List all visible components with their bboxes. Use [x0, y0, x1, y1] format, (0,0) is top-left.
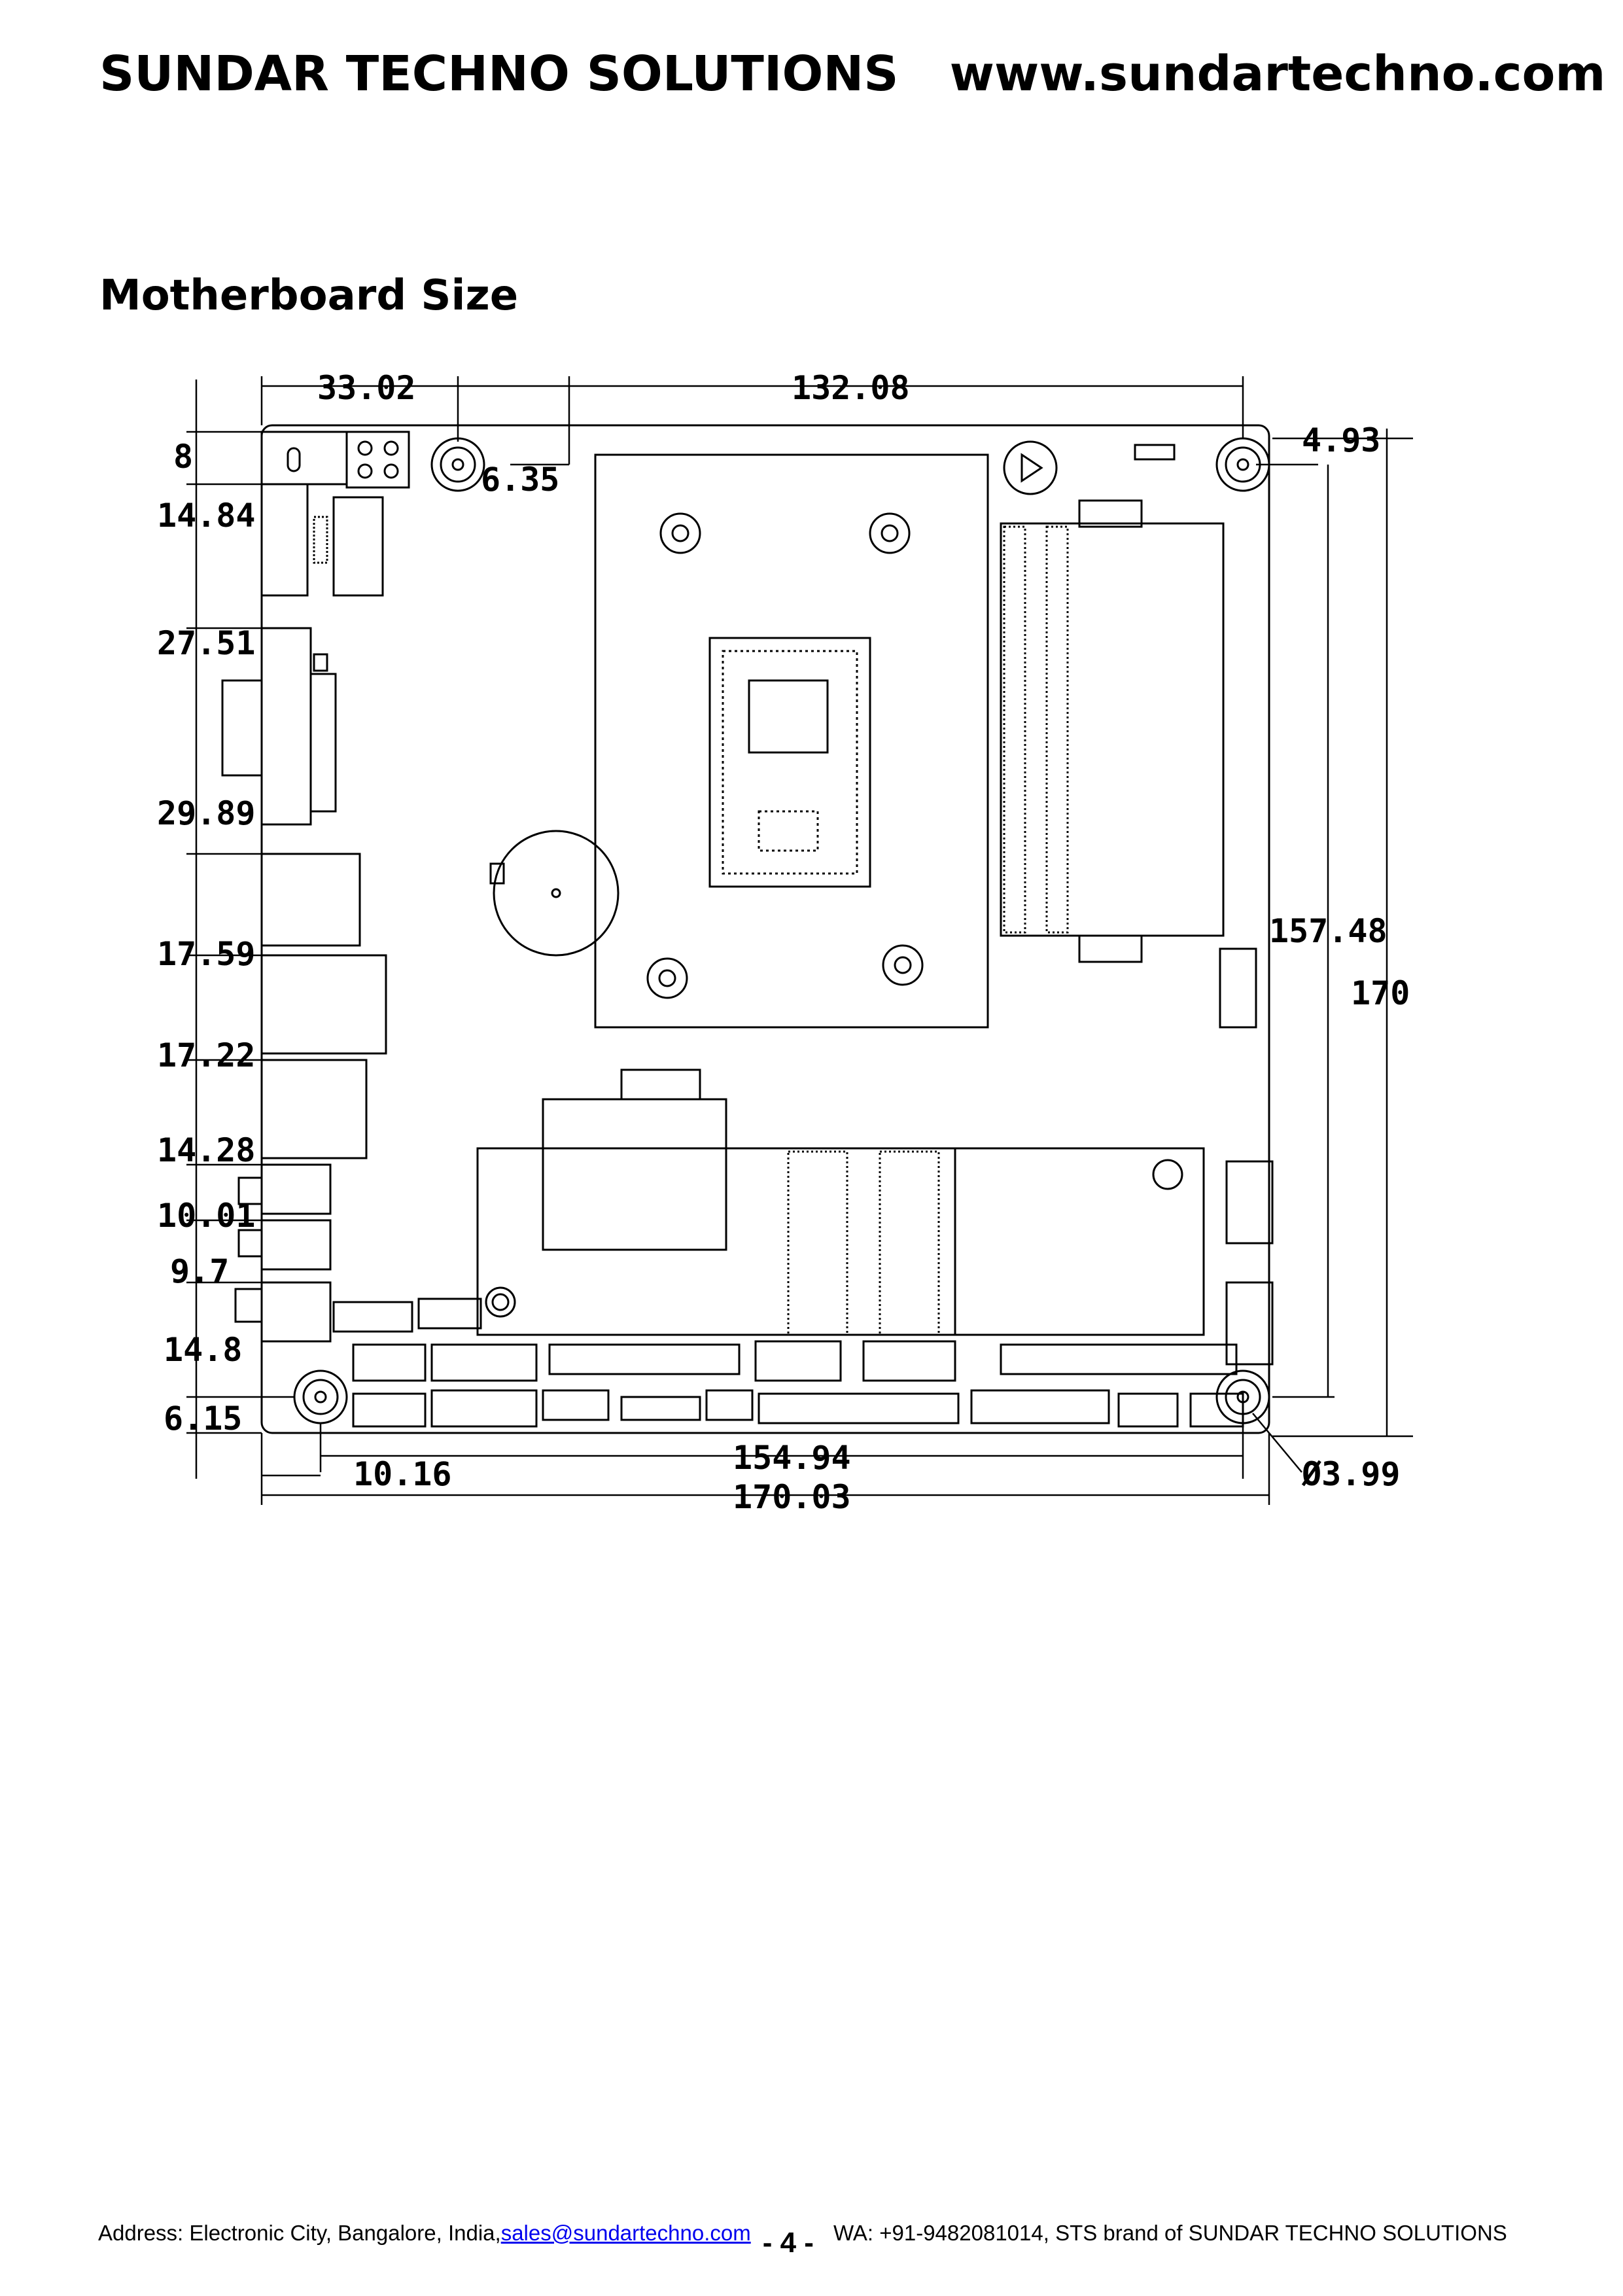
dim-left-7: 14.28	[157, 1131, 256, 1169]
dim-left-2: 14.84	[157, 497, 256, 535]
mount-hole-bottom-left	[293, 1369, 348, 1424]
header-row-2	[352, 1392, 427, 1428]
dim-left-11: 6.15	[164, 1400, 242, 1438]
footer-contact: WA: +91-9482081014, STS brand of SUNDAR …	[833, 2221, 1507, 2245]
dim-left-4: 29.89	[157, 794, 256, 832]
dim-left-1: 8	[173, 438, 193, 476]
board-outline	[260, 424, 1270, 1434]
motherboard-drawing: 33.02 132.08 6.35 4.93 157.48 170 8 14.8…	[157, 369, 1413, 1516]
dim-top-left: 33.02	[317, 369, 416, 407]
footer-email-link[interactable]: sales@sundartechno.com	[500, 2221, 751, 2245]
dim-left-3: 27.51	[157, 624, 256, 662]
header-small	[620, 1069, 701, 1101]
header-row-1	[332, 1301, 413, 1333]
buzzer	[1003, 440, 1058, 495]
website-url[interactable]: www.sundartechno.com	[949, 46, 1606, 102]
page-header: SUNDAR TECHNO SOLUTIONS www.sundartechno…	[99, 38, 1605, 110]
company-name: SUNDAR TECHNO SOLUTIONS	[99, 46, 899, 102]
dim-top-main: 132.08	[792, 369, 910, 407]
footer-address: Address: Electronic City, Bangalore, Ind…	[98, 2221, 501, 2245]
dim-left-6: 17.22	[157, 1036, 256, 1074]
sodimm-slot	[1000, 499, 1225, 963]
section-title: Motherboard Size	[99, 272, 519, 320]
dim-left-9: 9.7	[170, 1252, 229, 1290]
rear-io	[221, 431, 410, 1343]
cpu-package	[708, 637, 871, 888]
dim-right-inner: 157.48	[1269, 912, 1387, 950]
page-footer: Address: Electronic City, Bangalore, Ind…	[98, 2215, 1537, 2259]
dim-left-8: 10.01	[157, 1197, 256, 1235]
cmos-battery	[493, 830, 620, 957]
cpu-area	[594, 453, 989, 1029]
dim-bottom-outer: 170.03	[733, 1478, 851, 1516]
mount-hole-top-left	[430, 437, 485, 492]
dim-bottom-inner: 154.94	[733, 1439, 851, 1477]
dim-bottom-offset: 10.16	[353, 1455, 452, 1493]
dim-hole-diameter: Ø3.99	[1301, 1455, 1401, 1493]
dim-top-right: 4.93	[1302, 421, 1380, 459]
sim-slot	[542, 1098, 727, 1251]
dim-left-5: 17.59	[157, 935, 256, 973]
page-number: - 4 -	[762, 2227, 814, 2259]
dim-right-outer: 170	[1351, 974, 1410, 1012]
mini-pcie-area	[476, 1147, 1205, 1336]
dim-mount-offset: 6.35	[481, 461, 559, 499]
dim-left-10: 14.8	[164, 1331, 242, 1369]
